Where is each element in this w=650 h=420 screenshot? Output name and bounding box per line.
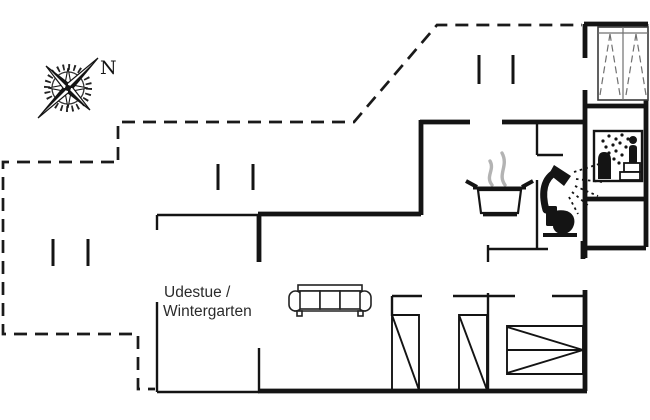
- sofa-foot-right: [357, 310, 364, 317]
- cooking-pot-icon: [465, 151, 534, 215]
- single-bed-icon-2: [458, 314, 488, 391]
- shower-head: [549, 165, 571, 186]
- sofa-cushion-1: [299, 290, 321, 310]
- sauna-person-head: [629, 136, 637, 144]
- shower-icon: [540, 163, 603, 215]
- compass-shade-se: [68, 88, 90, 110]
- sofa-back: [297, 284, 363, 292]
- room-label-line2: Wintergarten: [163, 303, 252, 320]
- room-label-udestue: Udestue / Wintergarten: [163, 284, 252, 320]
- sofa-cushion-2: [319, 290, 341, 310]
- sauna-icon: [592, 129, 644, 183]
- toilet-bowl: [553, 210, 575, 235]
- shower-spray: [568, 163, 603, 215]
- terrace-outline-left: [1, 160, 155, 391]
- single-bed-2: [458, 314, 488, 391]
- pot-handle-right: [521, 179, 534, 189]
- steam-left: [487, 159, 494, 187]
- wardrobe-icon: [597, 26, 649, 101]
- sofa-cushion-3: [339, 290, 361, 310]
- compass-shade-ne: [68, 58, 98, 88]
- sauna-bench-bottom: [619, 171, 641, 181]
- sauna-stove: [598, 152, 611, 179]
- toilet-base: [543, 233, 577, 237]
- compass-tick-ring: [44, 64, 92, 112]
- double-bed-icon: [506, 325, 584, 375]
- sofa-icon: [288, 284, 372, 317]
- compass-shade-sw: [38, 88, 68, 118]
- sauna-person-body: [629, 145, 637, 165]
- compass-rose-icon: N: [37, 57, 117, 119]
- double-bed: [506, 325, 584, 375]
- terrace-dashed-outline: [1, 23, 582, 391]
- interior-walls-thin: [155, 120, 584, 394]
- terrace-outline-top: [116, 23, 582, 160]
- pot-handle-left: [465, 179, 478, 189]
- room-label-line1: Udestue /: [164, 284, 231, 301]
- sauna-bench-top: [623, 162, 641, 173]
- sofa-foot-left: [296, 310, 303, 317]
- door-opening-ticks: [51, 55, 515, 266]
- wardrobe-divider: [598, 27, 648, 100]
- pot-body: [476, 188, 523, 215]
- compass-shade-nw: [46, 66, 68, 88]
- single-bed-1: [391, 314, 420, 391]
- compass-center-dot: [65, 85, 71, 91]
- sauna-steam-dots: [601, 133, 630, 165]
- toilet-icon: [543, 206, 577, 237]
- single-bed-icon: [391, 314, 420, 391]
- compass-north-label: N: [100, 57, 117, 79]
- walls: [51, 21, 649, 394]
- steam-right: [500, 151, 507, 187]
- exterior-walls-thick: [256, 21, 649, 394]
